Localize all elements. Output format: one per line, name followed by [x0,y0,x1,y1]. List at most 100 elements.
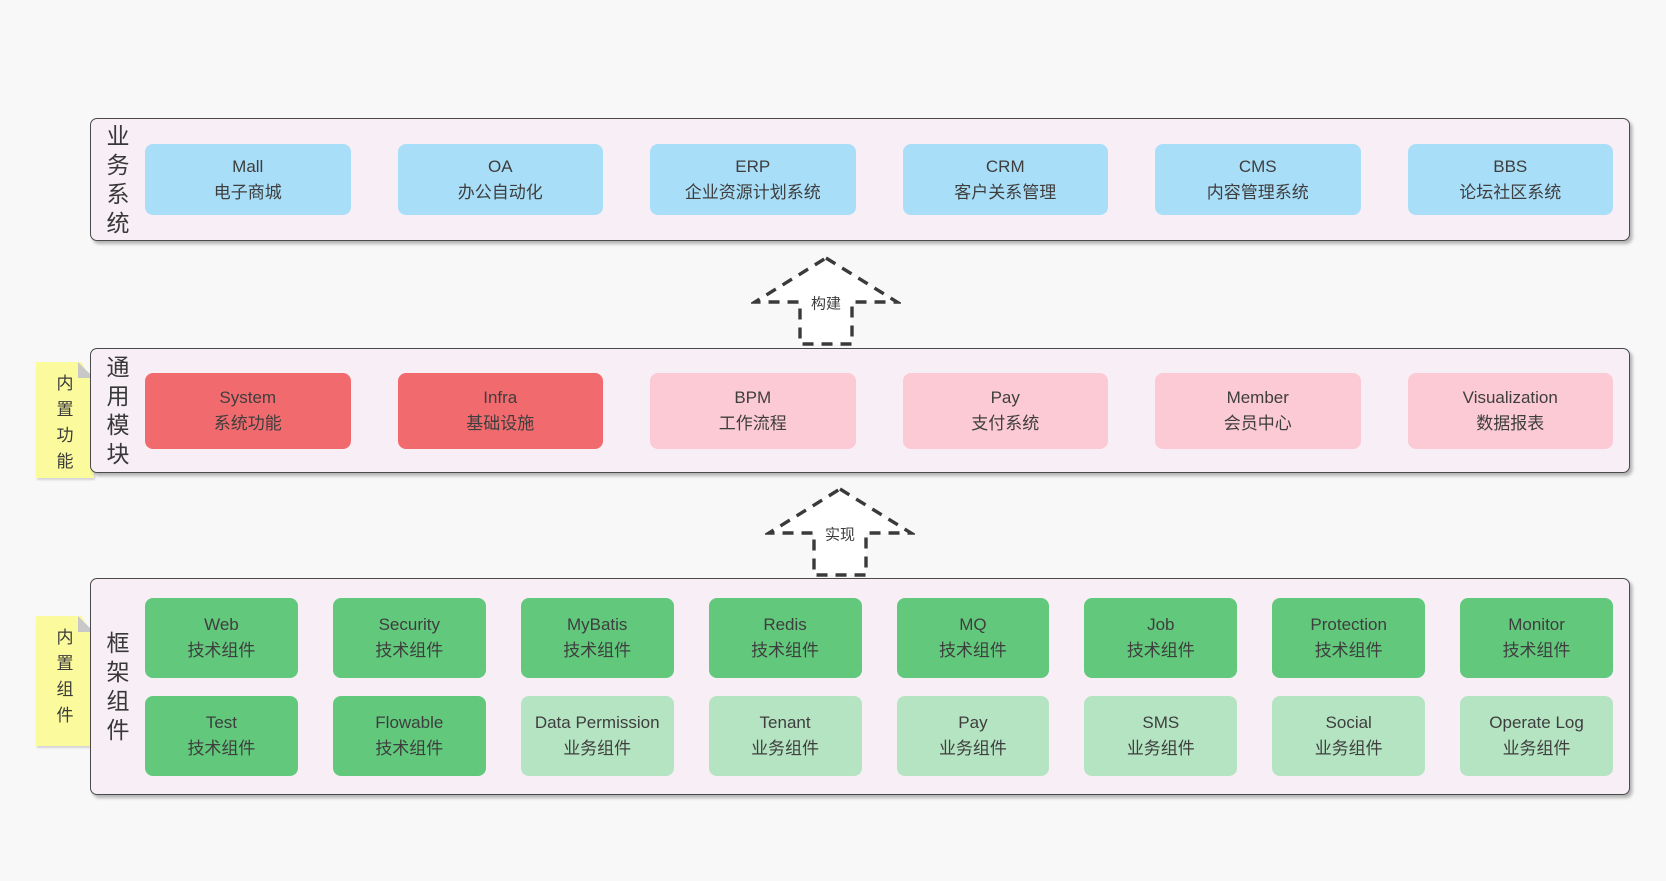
node-subtitle: 内容管理系统 [1206,182,1309,202]
node-mq: MQ 技术组件 [896,597,1050,678]
node-subtitle: 业务组件 [1502,738,1571,758]
node-test: Test 技术组件 [145,695,298,776]
layer-label-framework-components: 框架组件 [106,629,130,743]
layer-common-modules: 通用模块 System 系统功能 Infra 基础设施 BPM 工作流程 Pay… [90,348,1630,473]
node-security: Security 技术组件 [332,597,486,678]
node-subtitle: 技术组件 [563,640,632,660]
node-title: Flowable [375,712,444,732]
sticky-label: 内置组件 [56,628,74,725]
node-title: Protection [1310,614,1387,634]
node-bbs: BBS 论坛社区系统 [1407,144,1613,215]
node-subtitle: 技术组件 [187,640,256,660]
build-arrow: 构建 [751,255,901,347]
node-title: CMS [1238,156,1277,176]
layer-label-business-systems: 业务系统 [106,122,130,236]
node-subtitle: 业务组件 [938,738,1007,758]
node-subtitle: 办公自动化 [457,182,543,202]
node-member: Member 会员中心 [1155,372,1361,449]
node-subtitle: 业务组件 [563,738,632,758]
node-title: BPM [734,387,772,407]
node-subtitle: 技术组件 [1502,640,1571,660]
node-protection: Protection 技术组件 [1272,597,1426,678]
node-visualization: Visualization 数据报表 [1407,372,1613,449]
node-mybatis: MyBatis 技术组件 [520,597,674,678]
node-title: Pay [958,712,988,732]
node-title: System [219,387,277,407]
node-subtitle: 电子商城 [213,182,282,202]
node-title: Redis [763,614,807,634]
node-social: Social 业务组件 [1272,695,1426,776]
node-subtitle: 会员中心 [1223,413,1292,433]
build-arrow-label: 构建 [807,291,845,315]
node-monitor: Monitor 技术组件 [1460,597,1613,678]
node-title: Social [1325,712,1372,732]
node-title: SMS [1142,712,1180,732]
node-title: OA [487,156,513,176]
node-infra: Infra 基础设施 [397,372,603,449]
node-flowable: Flowable 技术组件 [332,695,486,776]
node-title: Web [204,614,239,634]
node-title: BBS [1493,156,1528,176]
node-system: System 系统功能 [145,372,351,449]
sticky-note-builtin-components: 内置组件 [36,616,94,746]
node-data-permission: Data Permission 业务组件 [520,695,674,776]
node-title: Data Permission [534,712,660,732]
node-title: Monitor [1508,614,1565,634]
node-title: Pay [990,387,1020,407]
node-subtitle: 业务组件 [1126,738,1195,758]
node-subtitle: 业务组件 [751,738,820,758]
node-title: Infra [483,387,518,407]
node-operate-log: Operate Log 业务组件 [1460,695,1613,776]
biz-components-row: Test 技术组件 Flowable 技术组件 Data Permission … [145,695,1613,776]
node-subtitle: 业务组件 [1314,738,1383,758]
node-crm: CRM 客户关系管理 [902,144,1108,215]
node-web: Web 技术组件 [145,597,298,678]
node-pay-biz: Pay 业务组件 [896,695,1050,776]
node-title: Member [1226,387,1289,407]
node-subtitle: 技术组件 [375,738,444,758]
node-title: Operate Log [1489,712,1584,732]
business-systems-row: Mall 电子商城 OA 办公自动化 ERP 企业资源计划系统 CRM 客户关系… [145,144,1613,215]
common-modules-row: System 系统功能 Infra 基础设施 BPM 工作流程 Pay 支付系统… [145,372,1613,449]
node-subtitle: 论坛社区系统 [1459,182,1562,202]
tech-components-row: Web 技术组件 Security 技术组件 MyBatis 技术组件 Redi… [145,597,1613,678]
node-subtitle: 技术组件 [751,640,820,660]
node-subtitle: 企业资源计划系统 [684,182,821,202]
layer-label-common-modules: 通用模块 [106,353,130,467]
node-title: Job [1147,614,1175,634]
node-subtitle: 基础设施 [466,413,535,433]
node-title: Security [378,614,441,634]
node-job: Job 技术组件 [1084,597,1238,678]
node-tenant: Tenant 业务组件 [708,695,862,776]
node-pay: Pay 支付系统 [902,372,1108,449]
node-mall: Mall 电子商城 [145,144,351,215]
node-title: Visualization [1462,387,1558,407]
node-oa: OA 办公自动化 [397,144,603,215]
implement-arrow: 实现 [765,486,915,578]
node-subtitle: 技术组件 [375,640,444,660]
layer-framework-components: 框架组件 Web 技术组件 Security 技术组件 MyBatis 技术组件… [90,578,1630,795]
node-subtitle: 数据报表 [1476,413,1545,433]
node-subtitle: 技术组件 [1314,640,1383,660]
node-subtitle: 技术组件 [938,640,1007,660]
node-bpm: BPM 工作流程 [650,372,856,449]
node-erp: ERP 企业资源计划系统 [650,144,856,215]
node-title: Test [205,712,238,732]
node-subtitle: 技术组件 [187,738,256,758]
node-subtitle: 支付系统 [971,413,1040,433]
node-subtitle: 客户关系管理 [954,182,1057,202]
node-sms: SMS 业务组件 [1084,695,1238,776]
node-title: MQ [959,614,987,634]
node-title: ERP [735,156,771,176]
node-subtitle: 工作流程 [718,413,787,433]
node-title: Tenant [759,712,811,732]
implement-arrow-label: 实现 [821,522,859,546]
node-subtitle: 系统功能 [213,413,282,433]
layer-business-systems: 业务系统 Mall 电子商城 OA 办公自动化 ERP 企业资源计划系统 CRM… [90,118,1630,241]
node-subtitle: 技术组件 [1126,640,1195,660]
node-title: Mall [232,156,264,176]
framework-components-rows: Web 技术组件 Security 技术组件 MyBatis 技术组件 Redi… [145,597,1613,776]
node-cms: CMS 内容管理系统 [1155,144,1361,215]
sticky-label: 内置功能 [56,374,74,471]
